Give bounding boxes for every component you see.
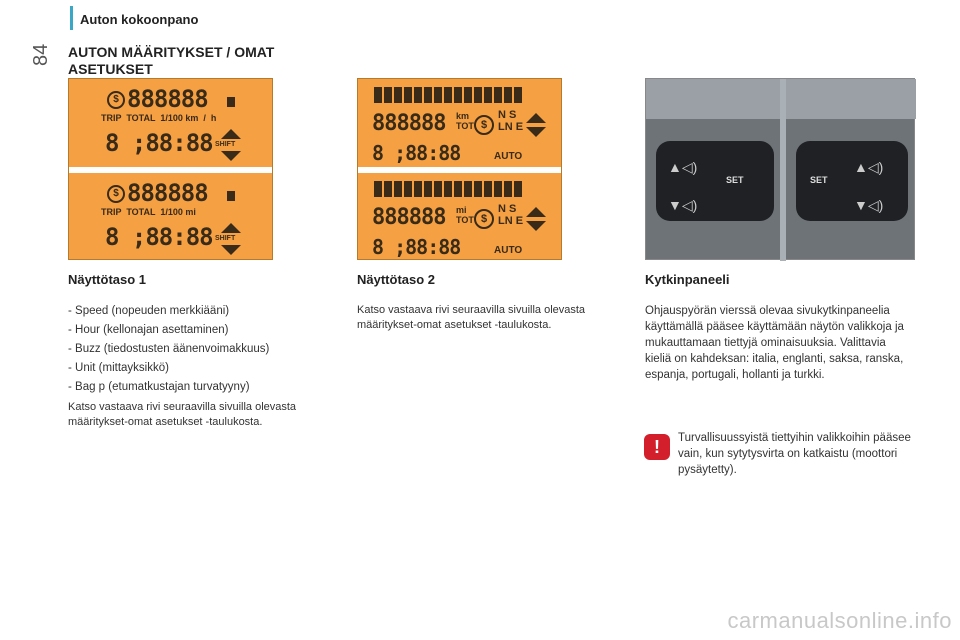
level-2-note: Katso vastaava rivi seuraavilla sivuilla… (357, 304, 586, 331)
display1-bottom-units: TRIP TOTAL 1/100 mi (101, 207, 196, 217)
list-item: - Unit (mittayksikkö) (68, 362, 169, 374)
volume-up-icon: ▲◁) (668, 159, 698, 175)
level-1-heading: Näyttötaso 1 (68, 272, 147, 287)
page-number: 84 (30, 43, 52, 66)
display1-top-digits: 888888 (127, 85, 209, 113)
display2-top-clock: 8 ;88:88 (372, 141, 461, 165)
list-item: - Bag p (etumatkustajan turvatyyny) (68, 381, 250, 393)
display1-top-shift: SHIFT (215, 141, 236, 148)
arrow-down-icon (526, 221, 546, 231)
fuel-icon (227, 97, 235, 107)
display2-top-gear: N S LN E (498, 109, 524, 133)
column-switch-panel: Kytkinpaneeli Ohjauspyörän vierssä oleva… (645, 272, 915, 383)
display2-bottom-clock: 8 ;88:88 (372, 235, 461, 259)
volume-down-icon: ▼◁) (854, 197, 884, 213)
list-item: - Hour (kellonajan asettaminen) (68, 324, 229, 336)
watermark: carmanualsonline.info (727, 608, 952, 633)
volume-down-icon: ▼◁) (668, 197, 698, 213)
arrow-up-icon (221, 223, 241, 233)
display1-bottom-shift: SHIFT (215, 235, 236, 242)
matrix-row (374, 181, 524, 197)
display2-bottom-unit: mi TOT (456, 205, 474, 225)
volume-up-icon: ▲◁) (854, 159, 884, 175)
arrow-down-icon (221, 151, 241, 161)
display2-bottom-digits: 888888 (372, 205, 446, 230)
matrix-row (374, 87, 524, 103)
level-2-heading: Näyttötaso 2 (357, 272, 436, 287)
display2-top-auto: AUTO (494, 151, 523, 162)
switch-panel-heading: Kytkinpaneeli (645, 272, 730, 287)
arrow-up-icon (526, 207, 546, 217)
display1-bottom-digits: 888888 (127, 179, 209, 207)
header-accent-bar (70, 6, 73, 30)
display-level-2-image: 888888 km TOT $ N S LN E 8 ;88:88 AUTO 8… (357, 78, 562, 260)
section-title: Auton kokoonpano (80, 12, 199, 27)
arrow-down-icon (221, 245, 241, 255)
warning-text: Turvallisuussyistä tiettyihin valikkoihi… (678, 432, 911, 476)
arrow-down-icon (526, 127, 546, 137)
fuel-icon (227, 191, 235, 201)
display1-bottom-clock: 8 ;88:88 (105, 223, 214, 251)
arrow-up-icon (221, 129, 241, 139)
switch-panel-text: Ohjauspyörän vierssä olevaa sivukytkinpa… (645, 305, 904, 381)
page-title: AUTON MÄÄRITYKSET / OMAT ASETUKSET (68, 44, 275, 77)
display2-top-unit: km TOT (456, 111, 474, 131)
display-level-1-image: $ 888888 TRIP TOTAL 1/100 km / h 8 ;88:8… (68, 78, 273, 260)
level-1-list: - Speed (nopeuden merkkiääni) - Hour (ke… (68, 305, 343, 393)
display2-top-digits: 888888 (372, 111, 446, 136)
set-label-left: SET (726, 175, 744, 185)
arrow-up-icon (526, 113, 546, 123)
column-level-1: Näyttötaso 1 - Speed (nopeuden merkkiään… (68, 272, 343, 430)
list-item: - Buzz (tiedostusten äänenvoimakkuus) (68, 343, 270, 355)
display1-top-units: TRIP TOTAL 1/100 km / h (101, 113, 217, 123)
level-1-note: Katso vastaava rivi seuraavilla sivuilla… (68, 401, 297, 428)
exclamation-icon: ! (644, 434, 670, 460)
control-panel-image: ▲◁) ▼◁) SET SET ▲◁) ▼◁) (645, 78, 916, 261)
display2-bottom-gear: N S LN E (498, 203, 524, 227)
set-label-right: SET (810, 175, 828, 185)
display2-bottom-auto: AUTO (494, 245, 523, 256)
column-level-2: Näyttötaso 2 Katso vastaava rivi seuraav… (357, 272, 632, 333)
display1-top-clock: 8 ;88:88 (105, 129, 214, 157)
list-item: - Speed (nopeuden merkkiääni) (68, 305, 230, 317)
